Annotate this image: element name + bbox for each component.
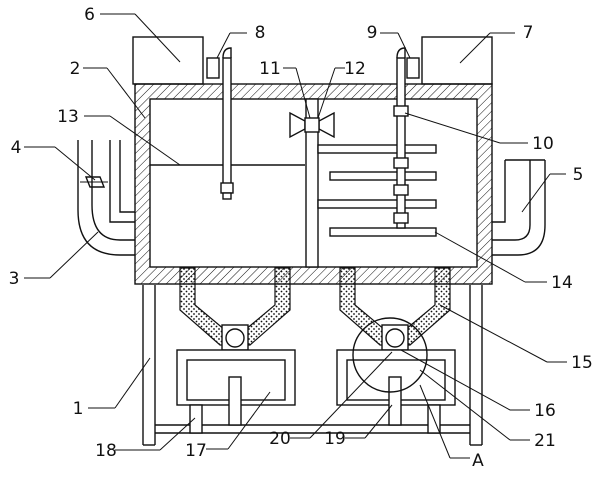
label-a: A bbox=[472, 451, 484, 471]
label-16: 16 bbox=[534, 401, 556, 421]
label-20: 20 bbox=[269, 429, 291, 449]
top-housings bbox=[132, 36, 493, 85]
label-19: 19 bbox=[324, 429, 346, 449]
label-9: 9 bbox=[367, 23, 378, 43]
label-4: 4 bbox=[11, 138, 22, 158]
right-probe bbox=[393, 47, 420, 229]
left-inlet-pipe bbox=[77, 140, 135, 256]
left-funnel bbox=[176, 267, 296, 406]
drain-pipes bbox=[189, 376, 441, 434]
label-12: 12 bbox=[344, 59, 366, 79]
label-2: 2 bbox=[70, 59, 81, 79]
label-13: 13 bbox=[57, 107, 79, 127]
label-3: 3 bbox=[9, 269, 20, 289]
label-10: 10 bbox=[532, 134, 554, 154]
label-21: 21 bbox=[534, 431, 556, 451]
detail-circle-a bbox=[352, 317, 428, 393]
central-shaft bbox=[305, 98, 437, 268]
label-14: 14 bbox=[551, 273, 573, 293]
label-18: 18 bbox=[95, 441, 117, 461]
label-17: 17 bbox=[185, 441, 207, 461]
label-5: 5 bbox=[573, 165, 584, 185]
label-15: 15 bbox=[571, 353, 593, 373]
left-probe bbox=[206, 47, 234, 200]
right-outlet-pipe bbox=[492, 159, 546, 256]
callout-labels: 6 8 9 7 2 11 12 13 4 10 5 3 14 15 1 16 2… bbox=[9, 5, 593, 471]
fan-assembly bbox=[289, 111, 335, 139]
label-8: 8 bbox=[255, 23, 266, 43]
leader-lines bbox=[24, 13, 567, 459]
label-6: 6 bbox=[84, 5, 95, 25]
label-11: 11 bbox=[259, 59, 281, 79]
support-frame bbox=[142, 285, 483, 446]
label-7: 7 bbox=[523, 23, 534, 43]
label-1: 1 bbox=[73, 399, 84, 419]
